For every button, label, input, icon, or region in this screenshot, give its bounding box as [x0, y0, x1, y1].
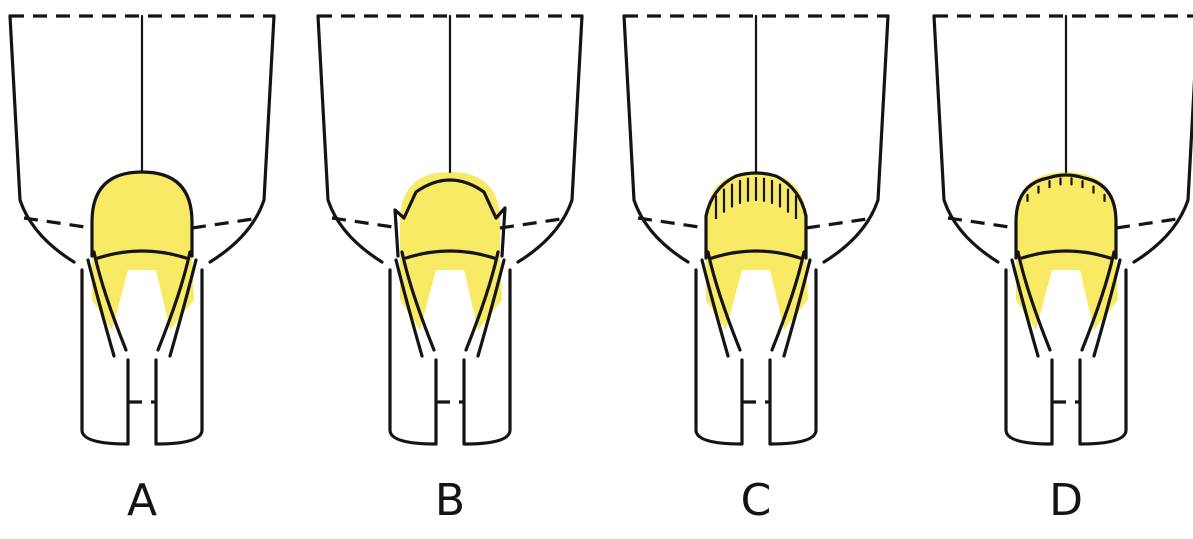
panel-c: C	[624, 16, 888, 526]
panel-d: D	[934, 16, 1193, 526]
panel-a: A	[10, 16, 274, 526]
panel-b: B	[318, 16, 582, 526]
panel-label: B	[435, 475, 465, 526]
panel-label: D	[1049, 475, 1083, 526]
panel-label: A	[127, 475, 157, 526]
panel-label: C	[741, 475, 772, 526]
